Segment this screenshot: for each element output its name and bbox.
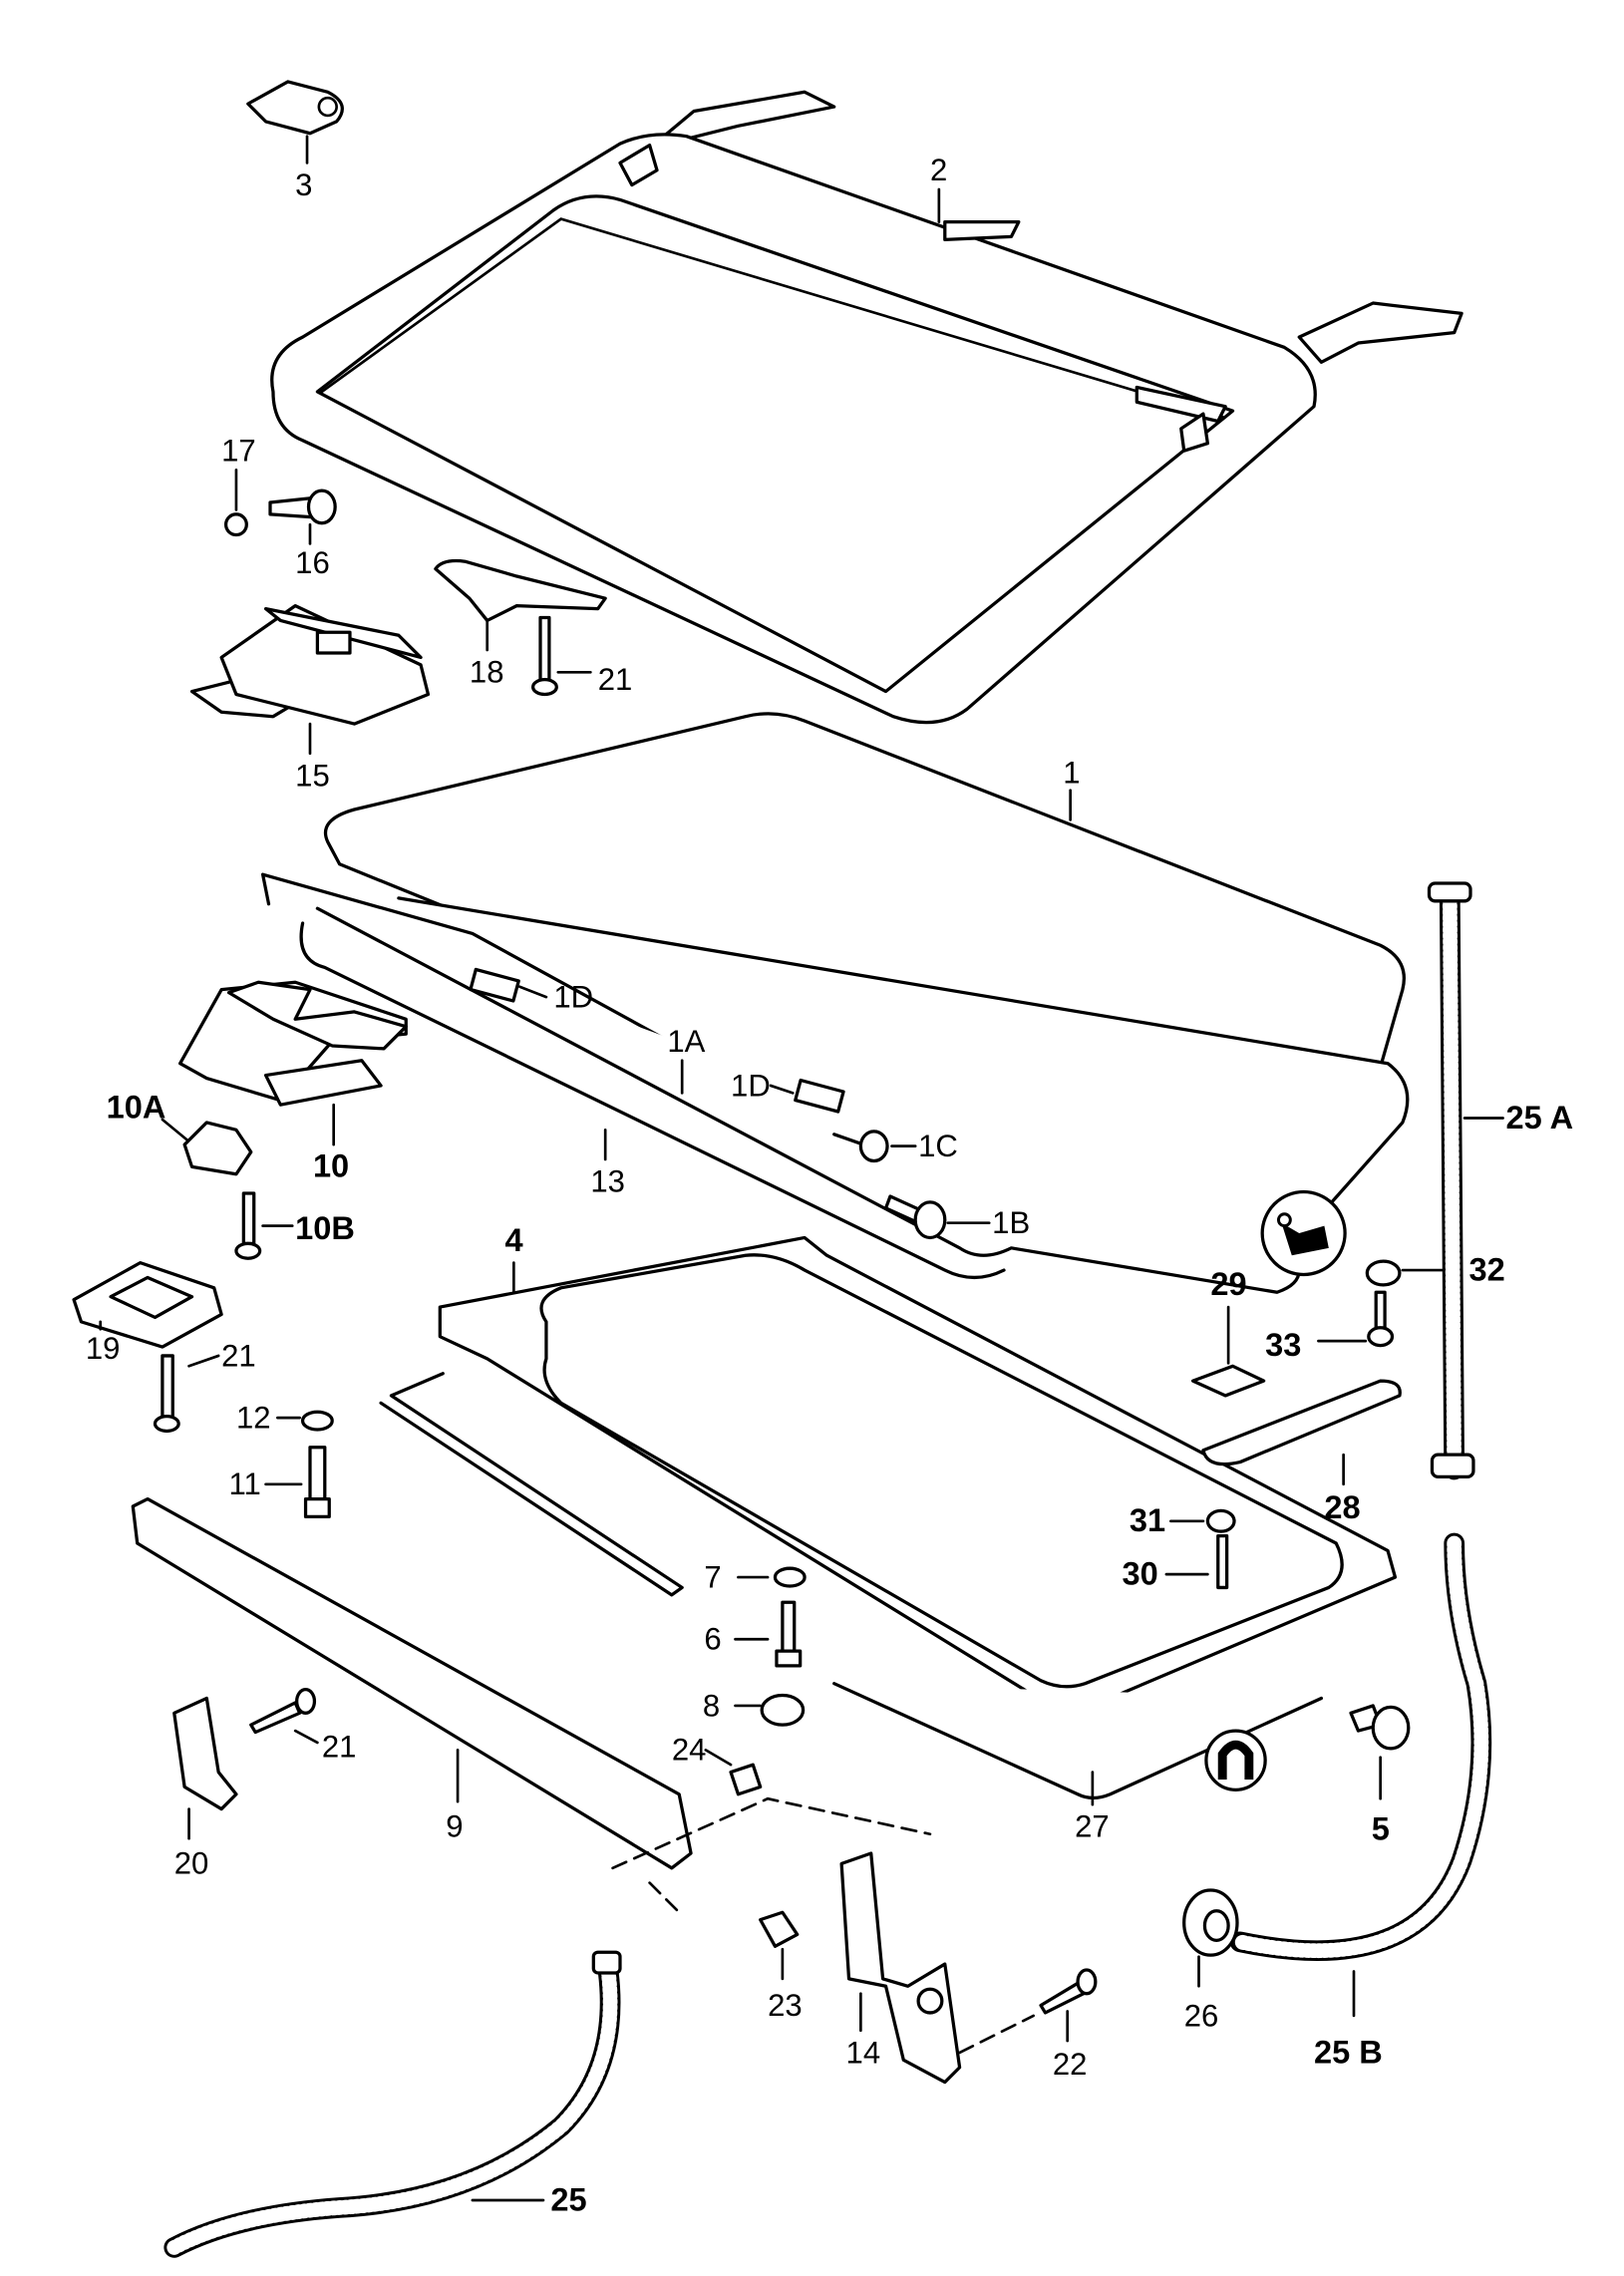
label-21: 21 <box>221 1338 256 1373</box>
dashed-assembly-line <box>611 1796 932 1914</box>
label-27: 27 <box>1075 1809 1110 1844</box>
part-15-latch[interactable] <box>189 604 431 726</box>
part-10B-screw[interactable] <box>234 1191 262 1260</box>
label-10A: 10A <box>107 1090 166 1126</box>
label-25: 25 <box>550 2181 586 2217</box>
part-20-clip[interactable] <box>172 1696 238 1811</box>
part-10-bracket[interactable] <box>178 980 408 1107</box>
label-12: 12 <box>236 1400 271 1435</box>
label-14: 14 <box>846 2035 881 2070</box>
part-33-screw[interactable] <box>1367 1290 1395 1348</box>
part-1A-rod-thread <box>832 1133 865 1146</box>
part-30-screw[interactable] <box>1216 1533 1229 1590</box>
part-9-trim[interactable] <box>131 1496 693 1870</box>
part-25B-hose[interactable] <box>1229 1532 1492 1962</box>
part-14-hinge[interactable] <box>839 1851 962 2085</box>
part-23-bolt[interactable] <box>759 1910 800 1948</box>
part-25A-hose[interactable] <box>1427 881 1475 1480</box>
label-25B: 25 B <box>1314 2034 1383 2070</box>
label-3: 3 <box>295 167 312 202</box>
part-19-housing[interactable] <box>72 1261 223 1349</box>
label-31: 31 <box>1130 1502 1165 1538</box>
part-24-bolt[interactable] <box>729 1763 763 1796</box>
part-1D-block[interactable] <box>469 967 520 1003</box>
label-17: 17 <box>221 434 256 469</box>
label-28: 28 <box>1324 1489 1360 1525</box>
label-1C: 1C <box>918 1129 958 1163</box>
label-32: 32 <box>1469 1251 1505 1287</box>
part-11-bolt[interactable] <box>303 1446 331 1518</box>
label-13: 13 <box>590 1164 625 1199</box>
label-1A: 1A <box>667 1024 705 1059</box>
magnet-symbol-icon <box>1204 1729 1267 1791</box>
label-1B: 1B <box>992 1205 1030 1240</box>
part-1C-washer[interactable] <box>858 1130 889 1163</box>
part-21-screw[interactable] <box>249 1687 317 1735</box>
part-21-screw[interactable] <box>153 1354 180 1434</box>
label-4: 4 <box>504 1222 522 1258</box>
label-19: 19 <box>86 1331 121 1366</box>
label-26: 26 <box>1184 1998 1219 2033</box>
label-1D: 1D <box>553 979 593 1014</box>
part-32-grommet[interactable] <box>1365 1259 1402 1287</box>
label-6: 6 <box>704 1622 721 1657</box>
part-31-washer[interactable] <box>1205 1508 1236 1533</box>
part-1D-block[interactable] <box>794 1078 845 1114</box>
part-25-hose[interactable] <box>163 1950 622 2258</box>
label-16: 16 <box>295 545 330 580</box>
label-1: 1 <box>1063 755 1080 790</box>
label-33: 33 <box>1265 1327 1301 1363</box>
part-22-screw[interactable] <box>1039 1968 1098 2015</box>
part-8-grommet[interactable] <box>760 1693 806 1727</box>
label-29: 29 <box>1210 1266 1246 1302</box>
part-16-screw[interactable] <box>268 488 337 525</box>
label-8: 8 <box>703 1688 720 1723</box>
part-2-frame[interactable] <box>270 90 1463 725</box>
part-3-clip[interactable] <box>246 80 344 136</box>
part-29-plate[interactable] <box>1190 1364 1266 1398</box>
label-24: 24 <box>672 1733 707 1768</box>
label-25A: 25 A <box>1506 1100 1574 1136</box>
label-9: 9 <box>446 1809 463 1844</box>
part-5-plug[interactable] <box>1349 1704 1411 1751</box>
label-2: 2 <box>930 153 947 187</box>
label-20: 20 <box>174 1846 209 1881</box>
label-21: 21 <box>598 662 633 697</box>
part-12-washer[interactable] <box>300 1410 334 1432</box>
label-7: 7 <box>704 1559 721 1594</box>
sealant-symbol-icon <box>1260 1189 1347 1277</box>
label-5: 5 <box>1372 1811 1390 1847</box>
label-15: 15 <box>295 758 330 793</box>
part-1B-screw[interactable] <box>883 1194 947 1240</box>
label-18: 18 <box>470 655 504 690</box>
part-7-washer[interactable] <box>773 1566 807 1588</box>
label-21: 21 <box>322 1730 357 1765</box>
part-28-strip[interactable] <box>1201 1379 1402 1466</box>
part-4-frame[interactable] <box>438 1235 1398 1708</box>
label-10: 10 <box>313 1148 349 1184</box>
part-17-washer[interactable] <box>223 512 248 537</box>
label-1D: 1D <box>731 1068 771 1103</box>
part-21-screw[interactable] <box>530 615 558 697</box>
label-10B: 10B <box>295 1210 355 1246</box>
label-11: 11 <box>229 1466 261 1501</box>
label-22: 22 <box>1053 2047 1088 2082</box>
label-30: 30 <box>1122 1555 1157 1591</box>
part-10A-clip[interactable] <box>182 1121 253 1176</box>
part-18-handle[interactable] <box>434 558 607 623</box>
label-23: 23 <box>768 1988 803 2023</box>
part-6-screw[interactable] <box>775 1600 803 1668</box>
part-26-grommet[interactable] <box>1182 1888 1239 1957</box>
